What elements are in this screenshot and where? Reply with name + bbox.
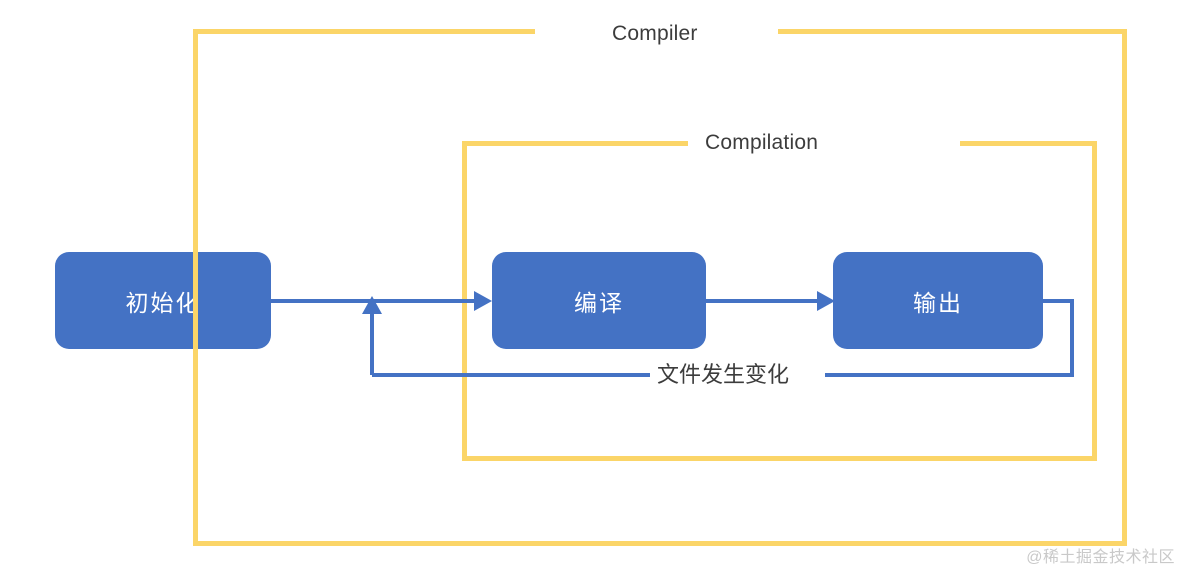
frame-compilation-caption-notch [688,138,960,147]
connector-feedback-left-segment [370,311,374,375]
connector-feedback-top-segment [1043,299,1074,303]
node-init-label: 初始化 [125,289,201,316]
node-output-label: 输出 [913,289,963,316]
node-compile[interactable]: 编译 [492,252,706,349]
connector-feedback-label-notch [650,370,825,380]
arrow-right-icon-init-to-compile [474,291,492,311]
frame-compiler-left-edge-overlay [193,252,198,349]
node-output[interactable]: 输出 [833,252,1043,349]
frame-compiler-caption-notch [535,26,778,35]
arrow-right-icon-compile-to-output [817,291,835,311]
arrow-up-icon-feedback [362,296,382,314]
frame-compiler-label: Compiler [612,22,698,45]
connector-compile-to-output-line [706,299,819,303]
node-compile-label: 编译 [574,289,624,316]
node-init[interactable]: 初始化 [55,252,271,349]
frame-compilation-label: Compilation [705,131,819,154]
connector-feedback-label: 文件发生变化 [657,362,790,387]
watermark: @稀土掘金技术社区 [1026,549,1175,566]
connector-feedback-right-segment [1070,299,1074,377]
